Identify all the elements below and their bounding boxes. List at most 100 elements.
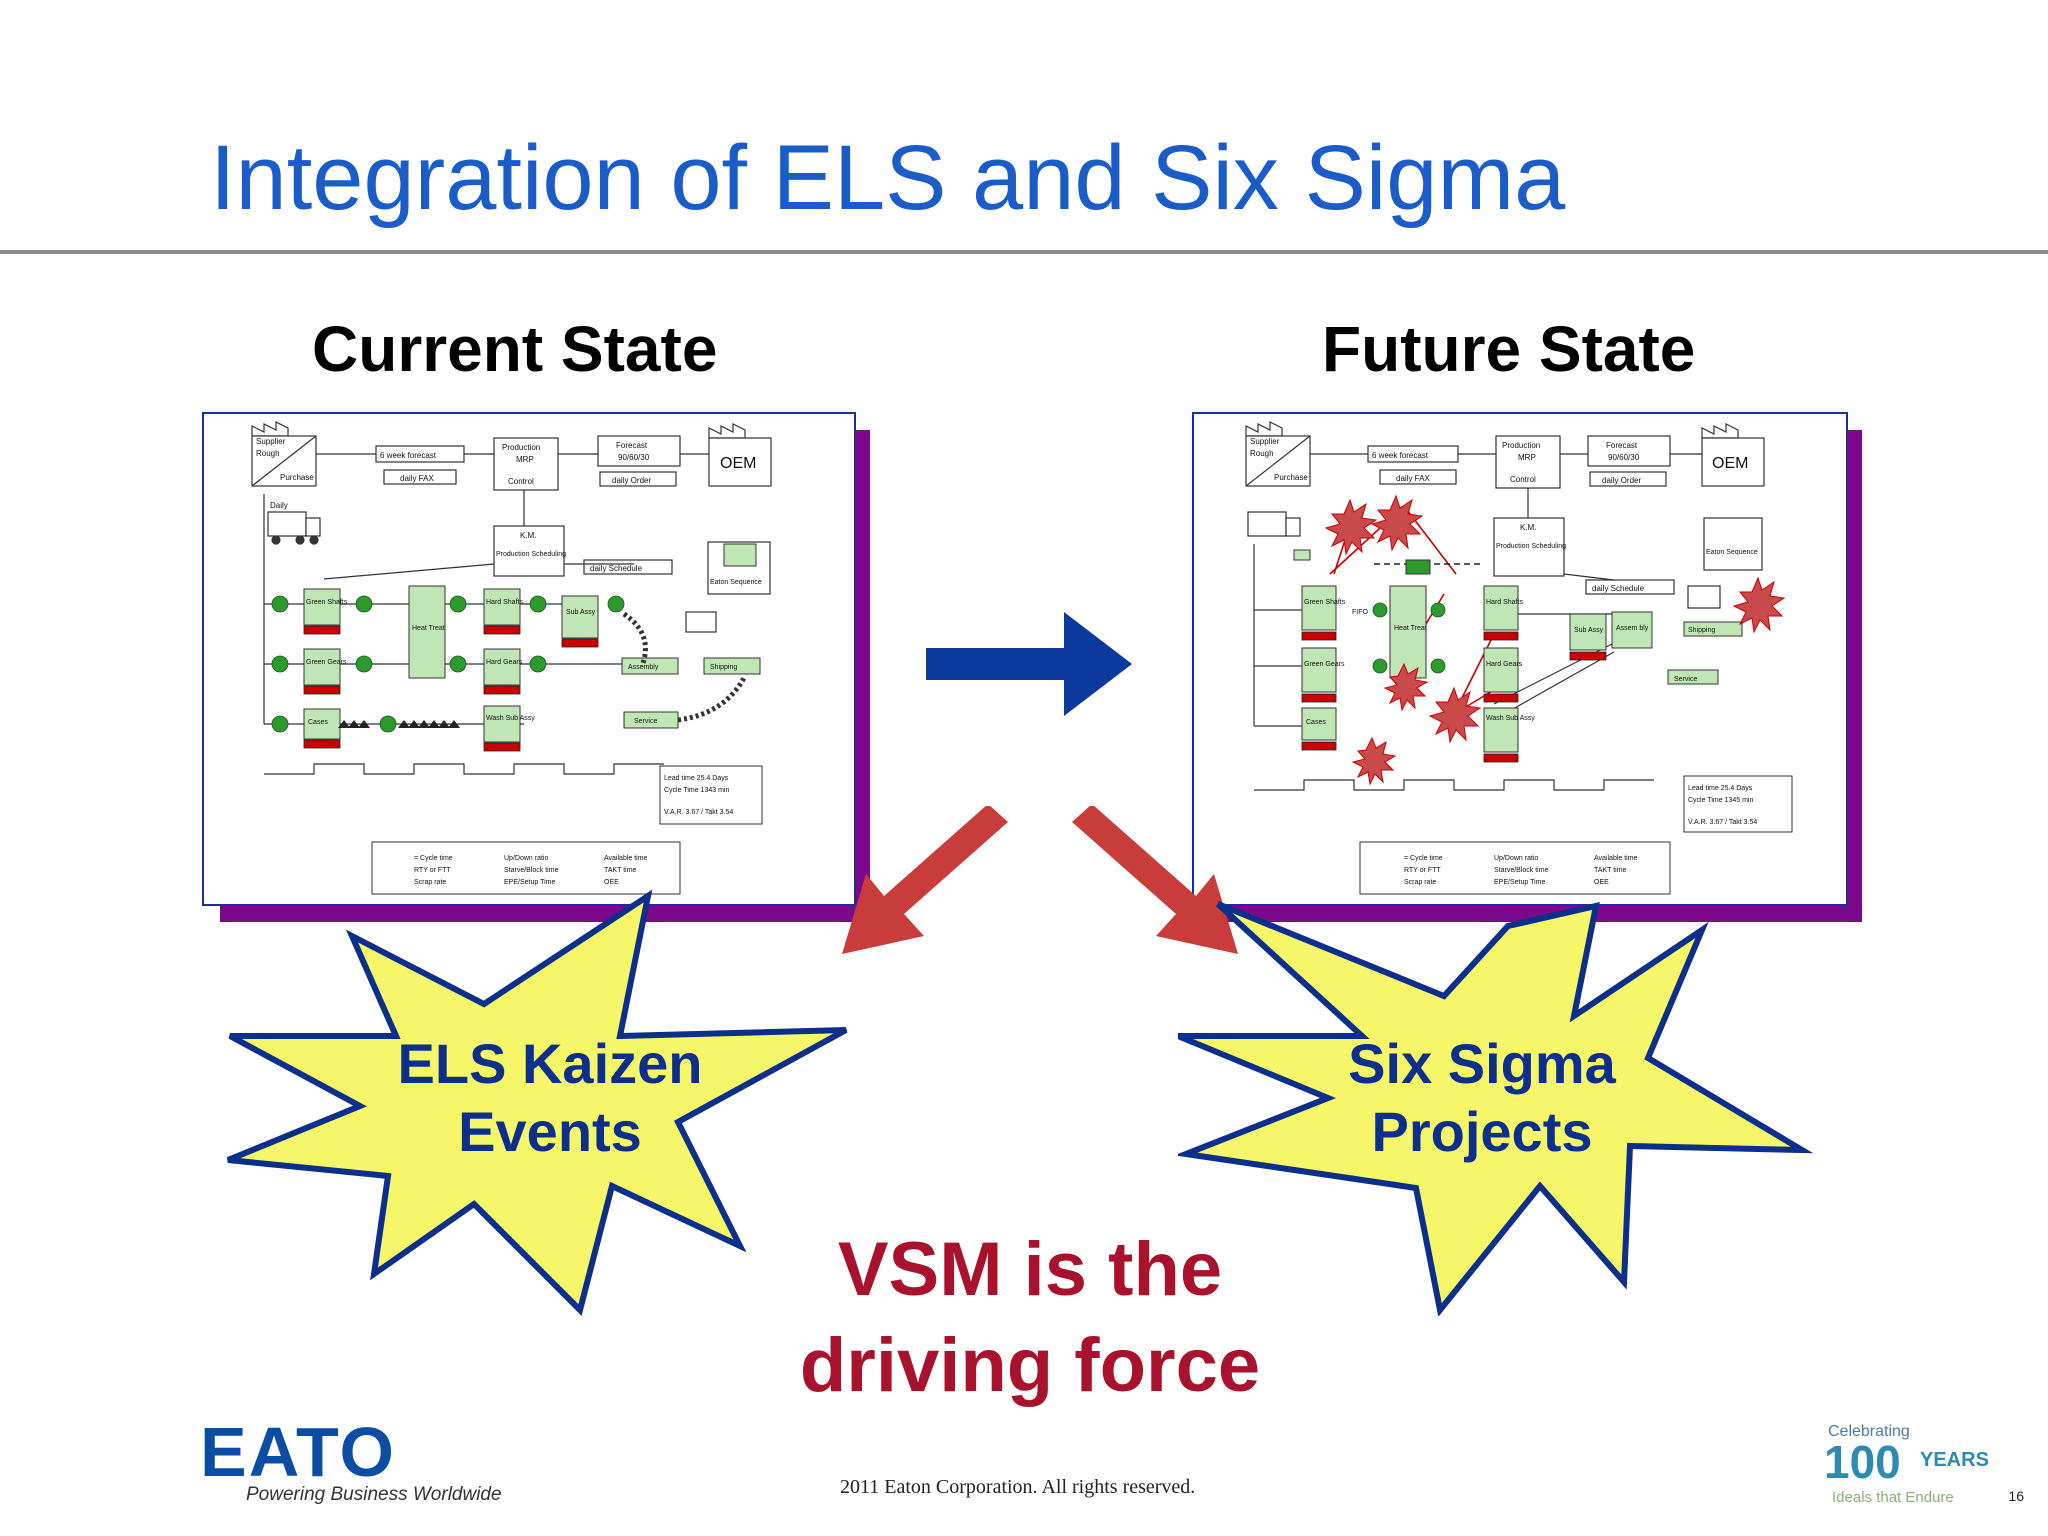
centennial-number: 100 [1824,1436,1901,1488]
fm-daily-order-label: daily Order [1602,476,1641,485]
fm-legend-3-2: EPE/Setup Time [1494,879,1545,886]
fm-forecast-label: Forecast [1606,441,1638,450]
fm-legend-1-3: Available time [1594,855,1638,862]
cm-wash-label: Wash Sub Assy [486,715,535,722]
cm-cases-label: Cases [308,719,328,726]
cm-km-label: K.M. [520,531,536,540]
cm-control-label: Control [508,477,534,486]
fm-hard-gears-label: Hard Gears [1486,661,1523,668]
eaton-tagline: Powering Business Worldwide [246,1484,502,1505]
cm-hard-gears-label: Hard Gears [486,659,523,666]
cm-legend-1-1: = Cycle time [414,855,453,862]
kaizen-burst [226,889,848,1316]
fm-supplier-label: Supplier [1250,437,1280,446]
future-state-heading: Future State [1322,313,1696,385]
slide-title: Integration of ELS and Six Sigma [210,127,1566,229]
fm-purchase-label: Purchase [1274,473,1308,482]
fm-control-label: Control [1510,475,1536,484]
fm-eaton-sequence-label: Eaton Sequence [1706,549,1758,556]
cm-legend-1-3: Available time [604,855,648,862]
centennial-motto: Ideals that Endure [1832,1489,1954,1506]
cm-forecast-label: Forecast [616,441,648,450]
eaton-wordmark: EATON [200,1418,400,1482]
cm-sub-assy-label: Sub Assy [566,609,596,616]
fm-mrp-label: MRP [1518,453,1536,462]
cm-legend-3-1: Scrap rate [414,879,446,886]
cm-legend-2-3: TAKT time [604,867,637,874]
fm-cases-label: Cases [1306,719,1326,726]
future-map-card: Supplier Rough Purchase 6 week forecast … [1192,412,1848,906]
current-state-heading: Current State [312,313,718,385]
vsm-statement: VSM is the driving force [760,1222,1300,1414]
cm-lead-time-label: Lead time 25.4 Days [664,775,729,782]
cm-cycle-time-label: Cycle Time 1343 min [664,787,729,794]
cm-hard-shafts-label: Hard Shafts [486,599,523,606]
cm-assembly-label: Assembly [628,664,659,671]
current-map-card: Supplier Rough Purchase 6 week forecast … [202,412,856,906]
fm-shipping-label: Shipping [1688,627,1715,634]
vsm-line-2: driving force [799,1323,1261,1408]
centennial-years: YEARS [1920,1449,1989,1471]
cm-legend-3-2: EPE/Setup Time [504,879,555,886]
fm-legend-2-2: Starve/Block time [1494,867,1549,874]
cm-forecast-mix-label: 90/60/30 [618,453,650,462]
fm-daily-fax-label: daily FAX [1396,474,1430,483]
fm-forecast-weeks-label: 6 week forecast [1372,451,1429,460]
cm-oem-label: OEM [720,455,756,472]
cm-forecast-weeks-label: 6 week forecast [380,451,437,460]
fm-assem-label: Assem bly [1616,625,1649,632]
kaizen-line-2: Events [458,1100,642,1163]
fm-legend-2-3: TAKT time [1594,867,1627,874]
fm-fifo-label: FIFO [1352,609,1368,616]
six-sigma-burst [1178,901,1814,1316]
cm-legend-3-3: OEE [604,879,619,886]
future-map-drawing: Supplier Rough Purchase 6 week forecast … [1245,421,1793,895]
cm-legend-2-1: RTY or FTT [414,867,451,874]
six-sigma-line-1: Six Sigma [1348,1032,1616,1095]
fm-rough-label: Rough [1250,449,1274,458]
cm-daily-order-label: daily Order [612,476,651,485]
fm-km-label: K.M. [1520,523,1536,532]
cm-purchase-label: Purchase [280,473,314,482]
cm-supplier-label: Supplier [256,437,286,446]
cm-service-label: Service [634,718,657,725]
centennial-logo: Celebrating 100 YEARS Ideals that Endure [1824,1423,1989,1506]
cm-legend-1-2: Up/Down ratio [504,855,548,862]
fm-legend-3-1: Scrap rate [1404,879,1436,886]
fm-hard-shafts-label: Hard Shafts [1486,599,1523,606]
fm-wash-label: Wash Sub Assy [1486,715,1535,722]
cm-production-label: Production [502,443,540,452]
fm-daily-schedule-label: daily Schedule [1592,584,1645,593]
red-arrow-right [1072,806,1238,954]
cm-eaton-sequence-label: Eaton Sequence [710,579,762,586]
cm-green-gears-label: Green Gears [306,659,347,666]
six-sigma-line-2: Projects [1371,1100,1593,1163]
vsm-line-1: VSM is the [837,1227,1223,1312]
six-sigma-burst-text: Six Sigma Projects [1302,1030,1662,1166]
fm-legend-1-1: = Cycle time [1404,855,1443,862]
cm-scheduling-label: Production Scheduling [496,551,566,558]
fm-lead-time-label: Lead time 25.4 Days [1688,785,1753,792]
cm-green-shafts-label: Green Shafts [306,599,348,606]
eaton-logo: EATON [200,1418,400,1482]
cm-daily-label: Daily [270,501,288,510]
fm-scheduling-label: Production Scheduling [1496,543,1566,550]
current-state-map: Supplier Rough Purchase 6 week forecast … [202,412,870,922]
cm-rough-label: Rough [256,449,280,458]
cm-mrp-label: MRP [516,455,534,464]
red-arrow-left [842,806,1008,954]
title-divider [0,250,2048,254]
cm-heat-treat-label: Heat Treat [412,625,445,632]
fm-heat-treat-label: Heat Treat [1394,625,1427,632]
fm-legend-2-1: RTY or FTT [1404,867,1441,874]
fm-legend-3-3: OEE [1594,879,1609,886]
fm-service-label: Service [1674,676,1697,683]
copyright-text: 2011 Eaton Corporation. All rights reser… [840,1476,1196,1498]
page-number: 16 [2008,1488,2024,1504]
fm-green-shafts-label: Green Shafts [1304,599,1346,606]
kaizen-burst-text: ELS Kaizen Events [370,1030,730,1166]
kaizen-line-1: ELS Kaizen [397,1032,703,1095]
future-state-map: Supplier Rough Purchase 6 week forecast … [1192,412,1862,922]
cm-var-takt-label: V.A.R. 3.67 / Takt 3.54 [664,809,733,816]
fm-green-gears-label: Green Gears [1304,661,1345,668]
